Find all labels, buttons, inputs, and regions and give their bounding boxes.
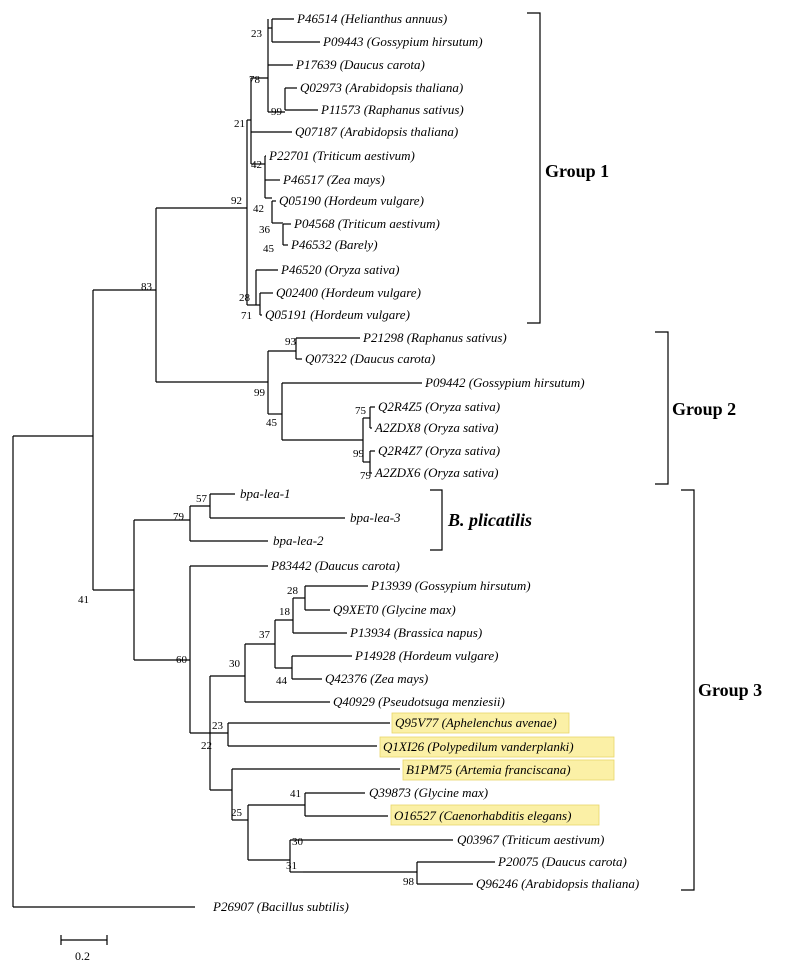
taxon-label: Q05191 (Hordeum vulgare) (265, 307, 410, 322)
group-3-bracket (681, 489, 695, 891)
taxon-label: Q39873 (Glycine max) (369, 785, 488, 800)
bootstrap-value: 22 (201, 740, 212, 752)
group-brackets (430, 12, 695, 891)
taxon-label: P13934 (Brassica napus) (349, 625, 482, 640)
bootstrap-values: 23 78 99 21 42 92 42 36 45 28 71 83 93 9… (78, 28, 415, 888)
bootstrap-value: 36 (259, 224, 271, 236)
taxon-label: P11573 (Raphanus sativus) (320, 102, 464, 117)
bootstrap-value: 79 (173, 511, 185, 523)
taxon-label: Q42376 (Zea mays) (325, 671, 428, 686)
taxon-label: A2ZDX6 (Oryza sativa) (374, 465, 499, 480)
bootstrap-value: 45 (266, 417, 278, 429)
bootstrap-value: 60 (176, 654, 188, 666)
taxon-label: Q2R4Z7 (Oryza sativa) (378, 443, 500, 458)
taxon-label: P26907 (Bacillus subtilis) (212, 899, 349, 914)
bootstrap-value: 75 (355, 405, 367, 417)
bootstrap-value: 30 (229, 658, 241, 670)
bootstrap-value: 93 (285, 336, 297, 348)
taxon-label: Q02400 (Hordeum vulgare) (276, 285, 421, 300)
bootstrap-value: 83 (141, 281, 153, 293)
group-2-label: Group 2 (672, 399, 736, 419)
taxon-label: Q96246 (Arabidopsis thaliana) (476, 876, 639, 891)
taxon-label: P09443 (Gossypium hirsutum) (322, 34, 483, 49)
bootstrap-value: 37 (259, 629, 271, 641)
bootstrap-value: 99 (353, 448, 365, 460)
taxon-label: Q40929 (Pseudotsuga menziesii) (333, 694, 505, 709)
bootstrap-value: 18 (279, 606, 291, 618)
bootstrap-value: 28 (287, 585, 299, 597)
taxon-label: P46514 (Helianthus annuus) (296, 11, 447, 26)
bootstrap-value: 41 (78, 594, 89, 606)
taxon-label: P83442 (Daucus carota) (270, 558, 400, 573)
taxon-label: P46520 (Oryza sativa) (280, 262, 399, 277)
scale-bar: 0.2 (60, 935, 108, 963)
bootstrap-value: 30 (292, 836, 304, 848)
highlight-box (402, 759, 615, 781)
taxon-label: Q03967 (Triticum aestivum) (457, 832, 604, 847)
taxon-label: P04568 (Triticum aestivum) (293, 216, 440, 231)
taxon-label: Q1XI26 (Polypedilum vanderplanki) (383, 739, 574, 754)
taxon-label: bpa-lea-2 (273, 533, 324, 548)
taxon-labels: P46514 (Helianthus annuus) P09443 (Gossy… (212, 11, 639, 914)
taxon-label: B1PM75 (Artemia franciscana) (406, 762, 571, 777)
taxon-label: Q07322 (Daucus carota) (305, 351, 435, 366)
bootstrap-value: 99 (254, 387, 266, 399)
group-2-bracket (655, 331, 669, 485)
group-1-label: Group 1 (545, 161, 609, 181)
taxon-label: bpa-lea-1 (240, 486, 291, 501)
taxon-label: O16527 (Caenorhabditis elegans) (394, 808, 571, 823)
bootstrap-value: 78 (249, 74, 261, 86)
bootstrap-value: 57 (196, 493, 208, 505)
taxon-label: Q07187 (Arabidopsis thaliana) (295, 124, 458, 139)
taxon-label: P46517 (Zea mays) (282, 172, 385, 187)
tree-branches (12, 18, 495, 908)
bootstrap-value: 31 (286, 860, 297, 872)
group-1-bracket (527, 12, 541, 324)
taxon-label: A2ZDX8 (Oryza sativa) (374, 420, 499, 435)
taxon-label: Q05190 (Hordeum vulgare) (279, 193, 424, 208)
taxon-label: Q95V77 (Aphelenchus avenae) (395, 715, 557, 730)
bootstrap-value: 25 (231, 807, 243, 819)
bootstrap-value: 71 (241, 310, 252, 322)
scale-bar-label: 0.2 (75, 949, 90, 963)
bootstrap-value: 98 (403, 876, 415, 888)
bootstrap-value: 23 (251, 28, 263, 40)
bootstrap-value: 45 (263, 243, 275, 255)
taxon-label: P09442 (Gossypium hirsutum) (424, 375, 585, 390)
bootstrap-value: 42 (251, 159, 262, 171)
bootstrap-value: 42 (253, 203, 264, 215)
bootstrap-value: 21 (234, 118, 245, 130)
bootstrap-value: 44 (276, 675, 288, 687)
taxon-label: Q9XET0 (Glycine max) (333, 602, 456, 617)
bootstrap-value: 41 (290, 788, 301, 800)
taxon-label: P13939 (Gossypium hirsutum) (370, 578, 531, 593)
b-plicatilis-label: B. plicatilis (447, 510, 532, 530)
taxon-label: bpa-lea-3 (350, 510, 401, 525)
taxon-label: P17639 (Daucus carota) (295, 57, 425, 72)
group-3-label: Group 3 (698, 680, 762, 700)
bootstrap-value: 79 (360, 470, 372, 482)
bootstrap-value: 28 (239, 292, 251, 304)
highlight-box (379, 736, 615, 758)
taxon-label: P21298 (Raphanus sativus) (362, 330, 507, 345)
highlight-box (390, 804, 600, 826)
taxon-label: Q02973 (Arabidopsis thaliana) (300, 80, 463, 95)
taxon-label: Q2R4Z5 (Oryza sativa) (378, 399, 500, 414)
taxon-label: P46532 (Barely) (290, 237, 378, 252)
b-plicatilis-bracket (430, 489, 443, 551)
bootstrap-value: 99 (271, 106, 283, 118)
taxon-label: P14928 (Hordeum vulgare) (354, 648, 498, 663)
group-labels: Group 1 Group 2 B. plicatilis Group 3 (447, 161, 762, 700)
highlight-box (391, 712, 570, 734)
bootstrap-value: 92 (231, 195, 242, 207)
taxon-label: P22701 (Triticum aestivum) (268, 148, 415, 163)
bootstrap-value: 23 (212, 720, 224, 732)
taxon-label: P20075 (Daucus carota) (497, 854, 627, 869)
